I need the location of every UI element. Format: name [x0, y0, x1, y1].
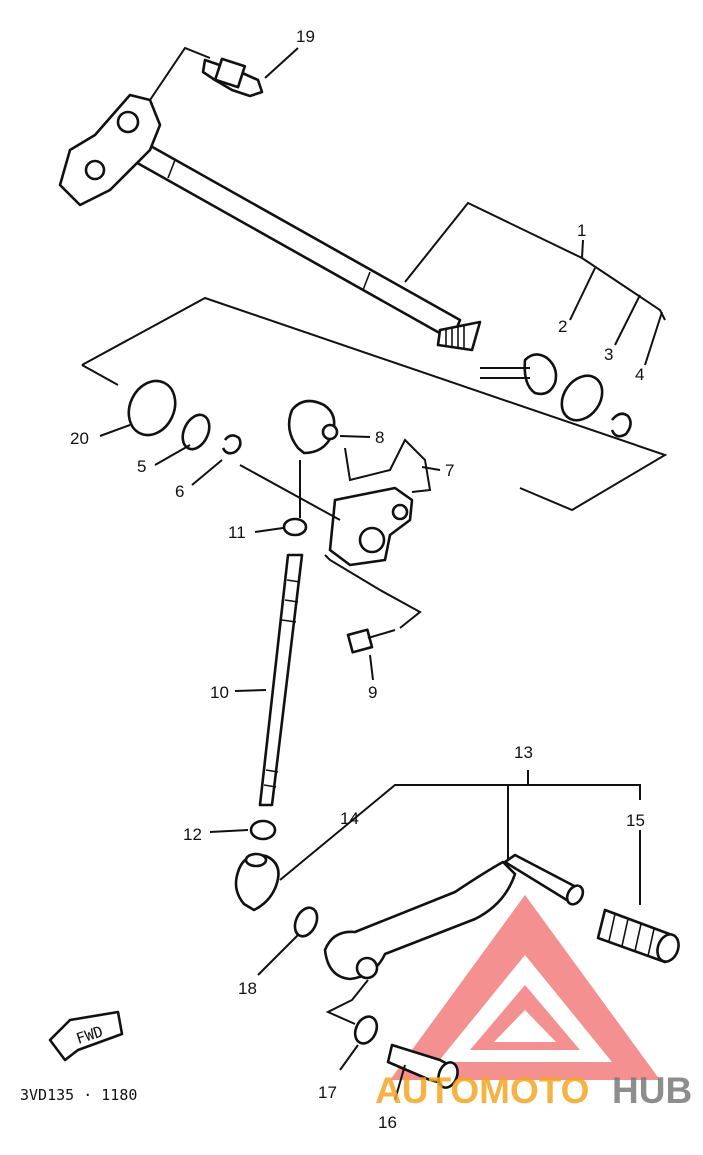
leader-lines	[81, 46, 668, 1101]
washer-5	[181, 413, 211, 451]
watermark: AUTOMOTO HUB	[375, 1070, 692, 1111]
washer-3	[560, 374, 604, 422]
pivot-bolt-16	[386, 1043, 459, 1089]
callout-7: 7	[445, 461, 454, 480]
return-spring-2	[480, 353, 558, 396]
callout-12: 12	[183, 825, 202, 844]
callout-19: 19	[296, 27, 315, 46]
pedal-rubber-15	[596, 908, 680, 964]
callout-1: 1	[577, 221, 586, 240]
callout-14: 14	[340, 809, 359, 828]
callout-15: 15	[626, 811, 645, 830]
circlip-4	[610, 412, 632, 438]
bolt-19	[201, 57, 264, 98]
callout-8: 8	[375, 428, 384, 447]
callout-4: 4	[635, 365, 644, 384]
forward-arrow-icon: FWD	[48, 1010, 124, 1062]
callout-17: 17	[318, 1083, 337, 1102]
callout-3: 3	[604, 345, 613, 364]
bolt-9	[346, 628, 396, 654]
callout-11: 11	[228, 523, 246, 542]
shift-lever-7	[328, 486, 414, 567]
watermark-text-grey: HUB	[612, 1070, 692, 1111]
shift-shaft	[58, 93, 482, 352]
callout-13: 13	[514, 743, 533, 762]
nut-11	[282, 517, 308, 537]
shift-rod-10	[258, 553, 304, 807]
callout-2: 2	[558, 317, 567, 336]
circlip-6	[221, 434, 242, 455]
callout-5: 5	[137, 457, 146, 476]
drawing-code: 3VD135 · 1180	[20, 1086, 137, 1104]
callout-20: 20	[70, 429, 89, 448]
circlip-17	[353, 1015, 379, 1045]
nut-12	[249, 819, 277, 841]
oil-seal-20	[127, 379, 177, 437]
callout-16: 16	[378, 1113, 397, 1132]
watermark-logo-icon	[390, 895, 660, 1080]
watermark-text-orange: AUTOMOTO	[375, 1070, 589, 1111]
callout-18: 18	[238, 979, 257, 998]
callout-9: 9	[368, 683, 377, 702]
shift-pedal-13	[323, 860, 517, 981]
callout-numbers: 1 2 3 4 5 6 7 8 9 10 11 12 13 14 15 16 1…	[70, 27, 645, 1132]
washer-18	[293, 906, 319, 938]
callout-6: 6	[175, 482, 184, 501]
callout-10: 10	[210, 683, 229, 702]
